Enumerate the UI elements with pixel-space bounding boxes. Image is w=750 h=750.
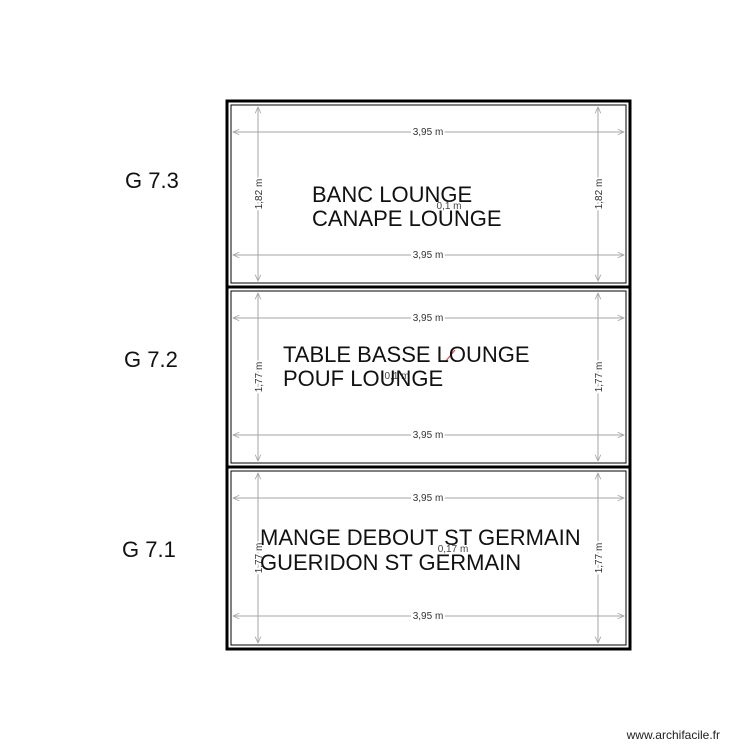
room-description-line-1: MANGE DEBOUT ST GERMAIN: [260, 525, 581, 550]
room-description-line-2: GUERIDON ST GERMAIN: [260, 550, 521, 575]
width-label: 3,95 m: [413, 611, 444, 622]
width-label: 3,95 m: [413, 250, 444, 261]
room-description-line-2: CANAPE LOUNGE: [312, 206, 502, 231]
height-label: 1,77 m: [594, 543, 605, 574]
zone-label: G 7.1: [122, 537, 176, 562]
inner-dimension-line: [444, 349, 456, 363]
width-label: 3,95 m: [413, 430, 444, 441]
width-label: 3,95 m: [413, 313, 444, 324]
height-label: 1,82 m: [254, 179, 265, 210]
inner-dimension-label: 0,1 m: [436, 201, 461, 212]
room-g73: 3,95 m 3,95 m 1,82 m 1,82 m BANC LOUNGE …: [125, 107, 624, 281]
room-description-line-1: TABLE BASSE LOUNGE: [283, 342, 530, 367]
zone-label: G 7.2: [124, 347, 178, 372]
site-watermark: www.archifacile.fr: [626, 728, 720, 742]
room-description-line-2: POUF LOUNGE: [283, 366, 443, 391]
height-label: 1,77 m: [254, 543, 265, 574]
inner-dimension-label: 0,1 m: [384, 371, 409, 382]
inner-wall: [230, 470, 627, 646]
room-description-line-1: BANC LOUNGE: [312, 182, 472, 207]
inner-dimension-label: 0,17 m: [438, 544, 469, 555]
height-label: 1,77 m: [594, 362, 605, 393]
width-label: 3,95 m: [413, 127, 444, 138]
room-g71: 3,95 m 3,95 m 1,77 m 1,77 m MANGE DEBOUT…: [122, 473, 624, 643]
height-label: 1,82 m: [594, 179, 605, 210]
inner-wall: [230, 290, 627, 464]
zone-label: G 7.3: [125, 168, 179, 193]
height-label: 1,77 m: [254, 362, 265, 393]
inner-wall: [230, 104, 627, 284]
room-g72: 3,95 m 3,95 m 1,77 m 1,77 m TABLE BASSE …: [124, 293, 624, 461]
width-label: 3,95 m: [413, 493, 444, 504]
outer-wall: [225, 99, 632, 651]
